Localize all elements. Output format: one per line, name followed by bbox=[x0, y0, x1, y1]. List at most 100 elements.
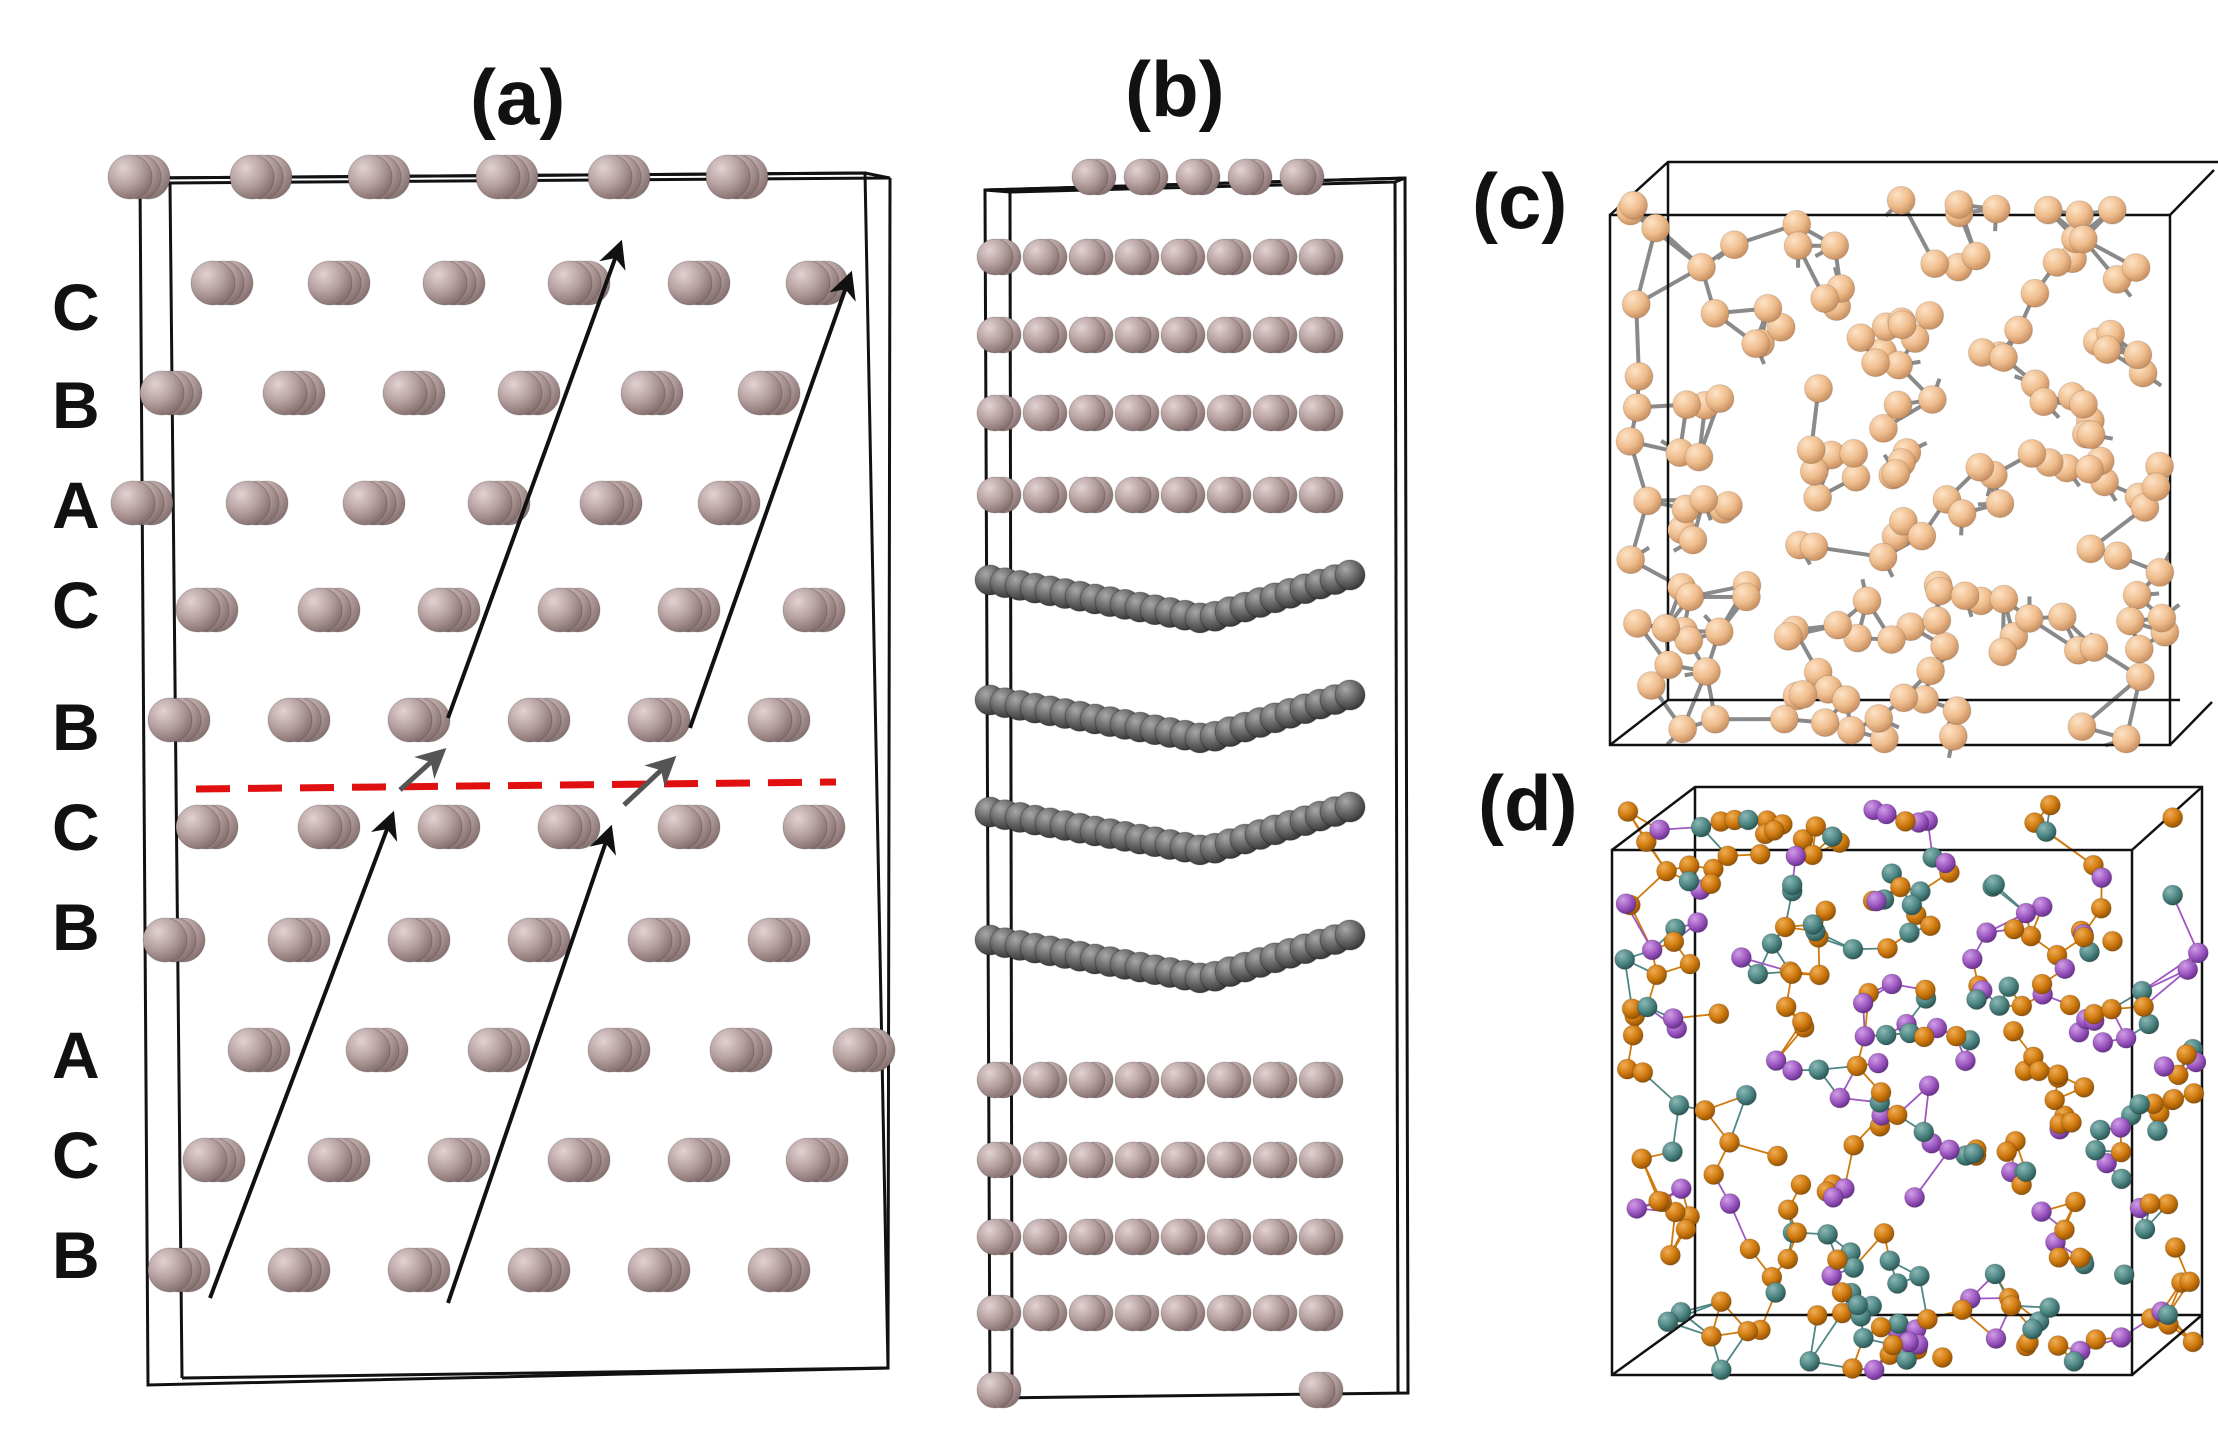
sphere-icon bbox=[2138, 1013, 2160, 1035]
sphere-icon bbox=[2076, 534, 2106, 564]
sphere-icon bbox=[1916, 656, 1946, 686]
sphere-icon bbox=[2020, 278, 2050, 308]
sphere-icon bbox=[1691, 657, 1721, 687]
sphere-icon bbox=[2091, 867, 2113, 889]
sphere-icon bbox=[1689, 484, 1719, 514]
stack-label: C bbox=[52, 270, 100, 344]
sphere-icon bbox=[2028, 1060, 2050, 1082]
sphere-icon bbox=[1984, 1263, 2006, 1285]
sphere-icon bbox=[976, 1061, 1014, 1099]
sphere-icon bbox=[976, 1218, 1014, 1256]
sphere-icon bbox=[1790, 1174, 1812, 1196]
sphere-icon bbox=[1976, 922, 1998, 944]
sphere-icon bbox=[1852, 1327, 1874, 1349]
sphere-icon bbox=[1766, 1145, 1788, 1167]
sphere-icon bbox=[1868, 413, 1898, 443]
sphere-icon bbox=[1114, 1061, 1152, 1099]
sphere-icon bbox=[1279, 158, 1317, 196]
sphere-icon bbox=[1123, 158, 1161, 196]
sphere-icon bbox=[2187, 942, 2209, 964]
sphere-icon bbox=[1670, 1178, 1692, 1200]
sphere-icon bbox=[1782, 1059, 1804, 1081]
sphere-icon bbox=[2079, 633, 2109, 663]
sphere-icon bbox=[1731, 582, 1761, 612]
sphere-icon bbox=[1068, 238, 1106, 276]
sphere-icon bbox=[1206, 394, 1244, 432]
sphere-icon bbox=[2061, 1111, 2083, 1133]
sphere-icon bbox=[1068, 316, 1106, 354]
sphere-icon bbox=[497, 370, 543, 416]
sphere-icon bbox=[1998, 976, 2020, 998]
sphere-icon bbox=[1783, 231, 1813, 261]
sphere-icon bbox=[1930, 631, 1960, 661]
sphere-icon bbox=[1160, 394, 1198, 432]
sphere-icon bbox=[1886, 1104, 1908, 1126]
stack-label: B bbox=[52, 690, 100, 764]
sphere-icon bbox=[2073, 1076, 2095, 1098]
sphere-icon bbox=[1621, 289, 1651, 319]
sphere-icon bbox=[1648, 1190, 1670, 1212]
sphere-icon bbox=[1826, 1249, 1848, 1271]
sphere-icon bbox=[2146, 1120, 2168, 1142]
sphere-icon bbox=[417, 587, 463, 633]
sphere-icon bbox=[1852, 992, 1874, 1014]
sphere-icon bbox=[1616, 545, 1646, 575]
sphere-icon bbox=[1719, 1131, 1741, 1153]
sphere-icon bbox=[547, 260, 593, 306]
sphere-icon bbox=[2097, 195, 2127, 225]
panel-a-atoms bbox=[107, 154, 896, 1293]
sphere-icon bbox=[190, 260, 236, 306]
sphere-icon bbox=[1861, 348, 1891, 378]
stack-label: A bbox=[52, 1018, 100, 1092]
sphere-icon bbox=[1160, 476, 1198, 514]
sphere-icon bbox=[1804, 373, 1834, 403]
sphere-icon bbox=[1852, 586, 1882, 616]
sphere-icon bbox=[427, 1137, 473, 1183]
sphere-icon bbox=[667, 1137, 713, 1183]
panel-a: (a) C B A C B C B A C B bbox=[52, 53, 896, 1387]
stack-label: C bbox=[52, 1118, 100, 1192]
sphere-icon bbox=[1624, 361, 1654, 391]
sphere-icon bbox=[2139, 1193, 2161, 1215]
sphere-icon bbox=[1854, 1025, 1876, 1047]
panel-a-cell-frame bbox=[138, 171, 892, 1387]
sphere-icon bbox=[2115, 606, 2145, 636]
sphere-icon bbox=[1617, 801, 1639, 823]
sphere-icon bbox=[1737, 809, 1759, 831]
sphere-icon bbox=[620, 370, 666, 416]
sphere-icon bbox=[1654, 650, 1684, 680]
sphere-icon bbox=[1919, 915, 1941, 937]
sphere-icon bbox=[1684, 442, 1714, 472]
sphere-icon bbox=[1876, 625, 1906, 655]
sphere-icon bbox=[507, 917, 553, 963]
sphere-icon bbox=[785, 260, 831, 306]
sphere-icon bbox=[1741, 329, 1771, 359]
sphere-icon bbox=[1686, 252, 1716, 282]
sphere-icon bbox=[1114, 238, 1152, 276]
sphere-icon bbox=[1808, 964, 1830, 986]
sphere-icon bbox=[1904, 1186, 1926, 1208]
sphere-icon bbox=[976, 238, 1014, 276]
panel-b-cell-frame bbox=[983, 176, 1410, 1400]
sphere-icon bbox=[537, 804, 583, 850]
sphere-icon bbox=[1981, 194, 2011, 224]
sphere-icon bbox=[1298, 476, 1336, 514]
sphere-icon bbox=[107, 154, 153, 200]
sphere-icon bbox=[832, 1027, 878, 1073]
sphere-icon bbox=[1945, 1025, 1967, 1047]
sphere-icon bbox=[1944, 190, 1974, 220]
sphere-icon bbox=[1206, 476, 1244, 514]
sphere-icon bbox=[782, 804, 828, 850]
sphere-icon bbox=[1831, 685, 1861, 715]
sphere-icon bbox=[1873, 1222, 1895, 1244]
sphere-icon bbox=[2113, 1264, 2135, 1286]
arrow-icon bbox=[208, 810, 398, 1299]
sphere-icon bbox=[1881, 973, 1903, 995]
sphere-icon bbox=[976, 476, 1014, 514]
sphere-icon bbox=[1841, 1357, 1863, 1379]
sphere-icon bbox=[387, 1247, 433, 1293]
sphere-icon bbox=[2162, 884, 2184, 906]
sphere-icon bbox=[1252, 1294, 1290, 1332]
sphere-icon bbox=[1022, 476, 1060, 514]
